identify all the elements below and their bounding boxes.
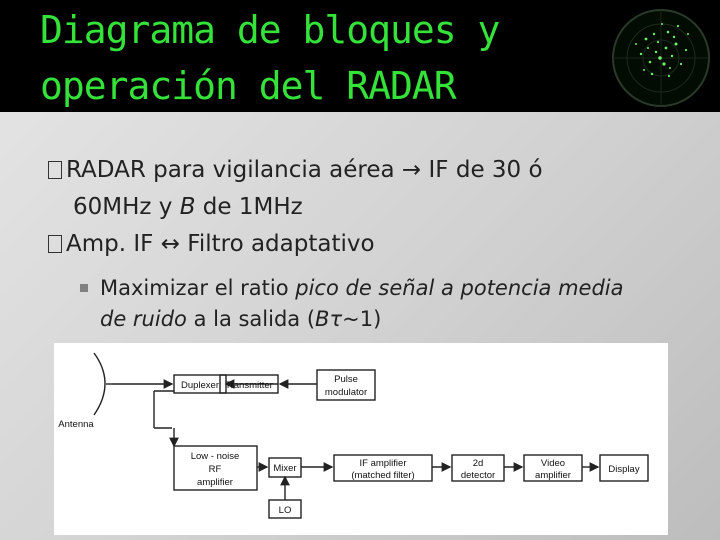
lna-label-1: Low - noise	[191, 451, 240, 462]
modulator-label: modulator	[325, 387, 367, 398]
radar-screen-image	[606, 4, 716, 112]
lna-label-2: RF	[209, 464, 222, 475]
sub-bullet-line-1: Maximizar el ratio pico de señal a poten…	[100, 276, 624, 300]
detector-label-1: 2d	[473, 458, 484, 469]
duplexer-label: Duplexer	[181, 380, 219, 391]
sub-bullet-line-2: de ruido a la salida (Bτ~1)	[100, 307, 382, 331]
bullet-1-line-1: RADAR para vigilancia aérea → IF de 30 ó	[48, 157, 543, 183]
lna-label-3: amplifier	[197, 477, 233, 488]
double-arrow-icon: ↔	[160, 231, 180, 257]
if-amplifier-block	[333, 454, 433, 482]
antenna-dish	[93, 352, 106, 416]
display-block	[599, 454, 649, 482]
pulse-modulator-block	[316, 369, 376, 401]
bullet-1-line-2: 60MHz y B de 1MHz	[73, 194, 303, 220]
if-amplifier-label-1: IF amplifier	[360, 458, 407, 469]
sub-bullet: Maximizar el ratio pico de señal a poten…	[80, 273, 624, 335]
antenna-label: Antenna	[58, 419, 94, 430]
video-amplifier-block	[523, 454, 583, 482]
radar-block-diagram: Antenna Duplexer Transmitter Pulse modul…	[54, 343, 668, 535]
lo-label: LO	[279, 505, 292, 516]
title-band: Diagrama de bloques y operación del RADA…	[0, 0, 720, 112]
bullet-box-icon	[48, 235, 62, 253]
mixer-block	[268, 457, 302, 478]
lo-block	[268, 499, 302, 519]
duplexer-block	[173, 374, 227, 394]
right-arrow-icon: →	[401, 157, 422, 183]
transmitter-label: Transmitter	[225, 380, 273, 391]
transmitter-block	[219, 374, 279, 394]
detector-block	[451, 454, 505, 482]
display-label: Display	[608, 464, 639, 475]
bullet-2: Amp. IF ↔ Filtro adaptativo	[48, 231, 375, 257]
lna-block	[173, 445, 258, 491]
video-label-1: Video	[541, 458, 565, 469]
slide-title-line-2: operación del RADAR	[40, 64, 457, 108]
bullet-box-icon	[48, 161, 62, 179]
square-bullet-icon	[80, 284, 88, 292]
pulse-label: Pulse	[334, 374, 358, 385]
detector-label-2: detector	[461, 470, 495, 481]
if-amplifier-label-2: (matched filter)	[351, 470, 414, 481]
video-label-2: amplifier	[535, 470, 571, 481]
slide-title-line-1: Diagrama de bloques y	[40, 8, 500, 52]
mixer-label: Mixer	[273, 463, 296, 474]
